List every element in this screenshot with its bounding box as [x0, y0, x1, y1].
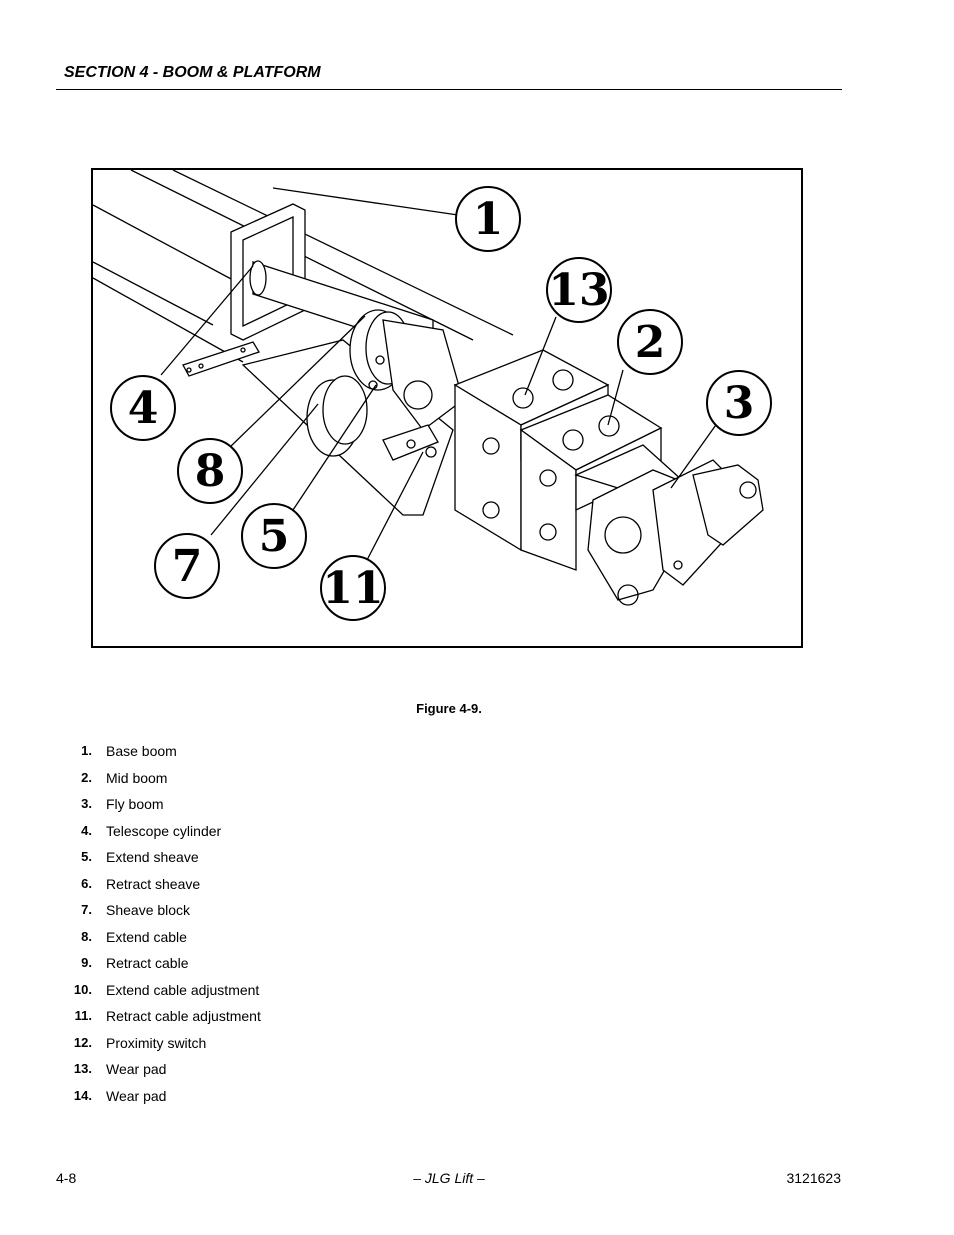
legend-label: Wear pad [106, 1087, 167, 1104]
legend-number: 13. [73, 1061, 92, 1076]
boom-illustration: 1 13 2 3 4 8 5 7 11 [91, 168, 803, 648]
callout-2: 2 [635, 317, 666, 368]
legend-number: 5. [81, 849, 92, 864]
legend-number: 6. [81, 875, 92, 891]
parts-legend: 1. Base boom 2. Mid boom 3. Fly boom 4. Tele… [60, 743, 460, 1114]
legend-number: 14. [73, 1087, 92, 1103]
page-number: 4-8 [56, 1170, 77, 1186]
legend-number: 3. [81, 796, 92, 811]
legend-number: 2. [81, 769, 92, 785]
legend-item: 6. Retract sheave [60, 876, 460, 903]
callout-11: 11 [322, 563, 383, 614]
legend-label: Extend cable [106, 928, 187, 945]
section-header: SECTION 4 - BOOM & PLATFORM [64, 64, 321, 81]
legend-number: 7. [81, 902, 92, 917]
callout-1: 1 [473, 194, 504, 245]
legend-label: Retract cable adjustment [106, 1008, 261, 1024]
legend-item: 11. Retract cable adjustment [60, 1008, 460, 1035]
legend-label: Telescope cylinder [106, 822, 222, 839]
legend-item: 13. Wear pad [60, 1061, 460, 1088]
legend-item: 4. Telescope cylinder [60, 823, 460, 850]
legend-item: 5. Extend sheave [60, 849, 460, 876]
legend-label: Fly boom [106, 796, 164, 812]
header-rule [56, 89, 842, 90]
legend-item: 3. Fly boom [60, 796, 460, 823]
footer-publisher: – JLG Lift – [413, 1170, 485, 1186]
callout-13: 13 [548, 265, 609, 316]
legend-number: 4. [81, 822, 92, 838]
legend-label: Sheave block [106, 902, 191, 918]
legend-label: Extend sheave [106, 849, 199, 865]
legend-item: 2. Mid boom [60, 770, 460, 797]
legend-item: 7. Sheave block [60, 902, 460, 929]
legend-number: 10. [73, 981, 92, 997]
figure-caption: Figure 4-9. [416, 701, 482, 716]
legend-label: Retract sheave [106, 875, 201, 892]
boom-drawing: 1 13 2 3 4 8 5 7 11 [93, 170, 772, 621]
document-number: 3121623 [786, 1170, 841, 1186]
callout-3: 3 [724, 378, 755, 429]
callout-5: 5 [259, 511, 290, 562]
legend-item: 9. Retract cable [60, 955, 460, 982]
legend-number: 1. [81, 743, 92, 758]
callout-4: 4 [128, 383, 159, 434]
legend-label: Mid boom [106, 769, 168, 786]
legend-number: 9. [81, 955, 92, 970]
legend-number: 11. [74, 1008, 92, 1023]
legend-label: Extend cable adjustment [106, 981, 260, 998]
legend-number: 8. [81, 928, 92, 944]
legend-label: Base boom [106, 743, 177, 759]
legend-item: 14. Wear pad [60, 1088, 460, 1115]
legend-item: 8. Extend cable [60, 929, 460, 956]
legend-label: Retract cable [106, 955, 189, 971]
legend-label: Proximity switch [106, 1034, 207, 1051]
callout-8: 8 [195, 446, 226, 497]
legend-label: Wear pad [106, 1061, 167, 1077]
callout-7: 7 [172, 541, 203, 592]
legend-number: 12. [73, 1034, 92, 1050]
legend-item: 1. Base boom [60, 743, 460, 770]
legend-item: 12. Proximity switch [60, 1035, 460, 1062]
legend-item: 10. Extend cable adjustment [60, 982, 460, 1009]
